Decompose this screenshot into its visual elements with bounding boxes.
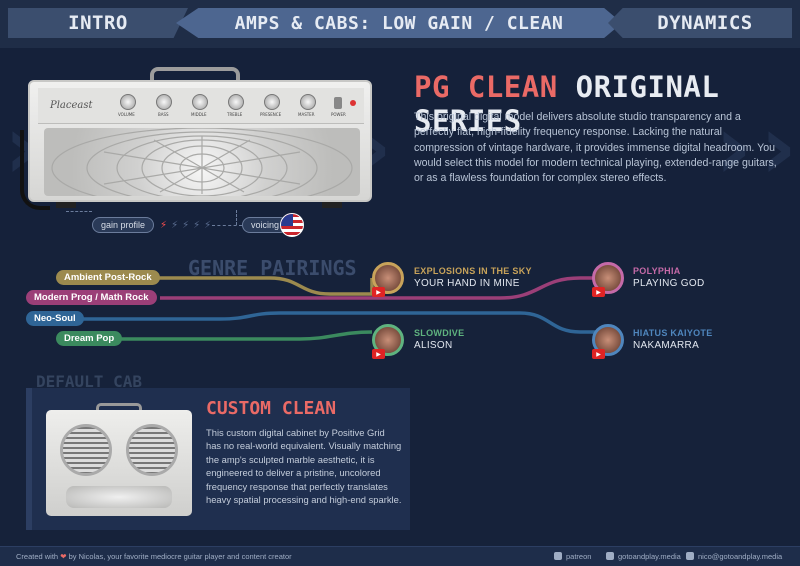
amp-control-panel: Placeast VOLUME BASS MIDDLE TREBLE PRESE… xyxy=(38,88,364,124)
footer-credit: Created with ❤ by Nicolas, your favorite… xyxy=(16,552,292,561)
footer-credit-suffix: by Nicolas, your favorite mediocre guita… xyxy=(68,552,292,561)
default-cab-title: DEFAULT CAB xyxy=(36,372,142,391)
chevron-decoration-icon: › xyxy=(715,95,753,200)
amp-foot xyxy=(322,202,342,208)
connector-line xyxy=(236,210,237,225)
amp-head-image: Placeast VOLUME BASS MIDDLE TREBLE PRESE… xyxy=(28,80,372,209)
song-name: ALISON xyxy=(414,340,453,351)
amp-foot xyxy=(56,202,76,208)
artist-name: POLYPHIA xyxy=(633,266,681,276)
nav-tab-dynamics-label: DYNAMICS xyxy=(657,12,753,34)
nav-tab-current-label: AMPS & CABS: LOW GAIN / CLEAN xyxy=(234,12,564,34)
connector-line xyxy=(66,211,92,212)
amp-knob xyxy=(228,94,244,110)
email-link[interactable]: nico@gotoandplay.media xyxy=(686,552,782,561)
amp-knob xyxy=(300,94,316,110)
power-label: POWER xyxy=(331,112,346,117)
amp-knob-label: MASTER xyxy=(298,112,315,117)
cab-handle xyxy=(96,403,142,412)
genre-pairings-title: GENRE PAIRINGS xyxy=(188,256,357,280)
amp-sculpted-grill xyxy=(44,127,360,209)
amp-knob-label: TREBLE xyxy=(227,112,243,117)
mail-icon xyxy=(686,552,694,560)
youtube-icon[interactable]: ▶ xyxy=(372,287,385,297)
amp-knob-label: MIDDLE xyxy=(191,112,207,117)
heart-icon: ❤ xyxy=(60,552,67,561)
patreon-link[interactable]: patreon xyxy=(554,552,591,561)
footer-credit-prefix: Created with xyxy=(16,552,59,561)
artist-name: HIATUS KAIYOTE xyxy=(633,328,713,338)
footer: Created with ❤ by Nicolas, your favorite… xyxy=(0,546,800,566)
lightning-icon: ⚡ xyxy=(204,219,212,231)
cab-name: CUSTOM CLEAN xyxy=(206,398,337,419)
song-name: PLAYING GOD xyxy=(633,278,705,289)
patreon-icon xyxy=(554,552,562,560)
amp-knob xyxy=(264,94,280,110)
amp-knob xyxy=(156,94,172,110)
amp-knob xyxy=(120,94,136,110)
gain-profile-badge: gain profile ⚡⚡⚡⚡⚡ xyxy=(92,216,211,234)
gain-profile-meter: ⚡⚡⚡⚡⚡ xyxy=(160,220,211,231)
nav-tab-current[interactable]: AMPS & CABS: LOW GAIN / CLEAN xyxy=(176,8,622,38)
youtube-icon[interactable]: ▶ xyxy=(592,287,605,297)
globe-icon xyxy=(606,552,614,560)
genre-pill-label: Dream Pop xyxy=(64,333,115,344)
speaker-grill-icon xyxy=(60,424,112,476)
amp-knob-label: PRESENCE xyxy=(260,112,282,117)
chevron-decoration-icon: › xyxy=(760,95,798,200)
lightning-icon: ⚡ xyxy=(171,219,179,231)
connector-line xyxy=(212,225,242,226)
nav-tab-intro-label: INTRO xyxy=(68,12,128,34)
website-link[interactable]: gotoandplay.media xyxy=(606,552,681,561)
genre-pill-label: Ambient Post-Rock xyxy=(64,272,152,283)
youtube-icon[interactable]: ▶ xyxy=(592,349,605,359)
model-title-accent: PG CLEAN xyxy=(414,70,558,104)
artist-name: SLOWDIVE xyxy=(414,328,465,338)
song-name: YOUR HAND IN MINE xyxy=(414,278,520,289)
nav-tab-intro[interactable]: INTRO xyxy=(8,8,188,38)
genre-connection-lines xyxy=(80,276,600,341)
amp-brand-script: Placeast xyxy=(50,100,93,111)
lightning-icon: ⚡ xyxy=(160,219,168,231)
amp-knob xyxy=(192,94,208,110)
genre-pill-ambient: Ambient Post-Rock xyxy=(56,270,160,285)
amp-cable xyxy=(20,130,50,210)
genre-pill-prog: Modern Prog / Math Rock xyxy=(26,290,157,305)
email-label: nico@gotoandplay.media xyxy=(698,552,783,561)
amp-knob-label: VOLUME xyxy=(118,112,135,117)
power-led xyxy=(350,100,356,106)
lightning-icon: ⚡ xyxy=(193,219,201,231)
artist-avatar xyxy=(592,324,624,356)
gain-profile-label: gain profile xyxy=(92,217,155,233)
model-title-rest: ORIGINAL SERIES xyxy=(414,70,720,138)
flower-carving-icon xyxy=(51,127,353,209)
cab-flower-carving xyxy=(66,486,172,508)
lightning-icon: ⚡ xyxy=(182,219,190,231)
amp-knob-label: BASS xyxy=(158,112,169,117)
model-description: This original digital model delivers abs… xyxy=(414,111,777,185)
cab-description: This custom digital cabinet by Positive … xyxy=(206,427,402,506)
genre-pill-label: Modern Prog / Math Rock xyxy=(34,292,149,303)
genre-pill-label: Neo-Soul xyxy=(34,313,76,324)
youtube-icon[interactable]: ▶ xyxy=(372,349,385,359)
website-label: gotoandplay.media xyxy=(618,552,681,561)
amp-handle xyxy=(150,67,240,83)
us-flag-icon xyxy=(280,213,304,237)
artist-name: EXPLOSIONS IN THE SKY xyxy=(414,266,532,276)
song-name: NAKAMARRA xyxy=(633,340,700,351)
genre-pill-dreampop: Dream Pop xyxy=(56,331,123,346)
top-navigation: INTRO AMPS & CABS: LOW GAIN / CLEAN DYNA… xyxy=(0,0,800,48)
nav-tab-dynamics[interactable]: DYNAMICS xyxy=(608,8,792,38)
model-title: PG CLEAN ORIGINAL SERIES xyxy=(414,70,800,138)
power-switch xyxy=(334,97,342,109)
genre-pill-neosoul: Neo-Soul xyxy=(26,311,84,326)
speaker-grill-icon xyxy=(126,424,178,476)
patreon-label: patreon xyxy=(566,552,592,561)
